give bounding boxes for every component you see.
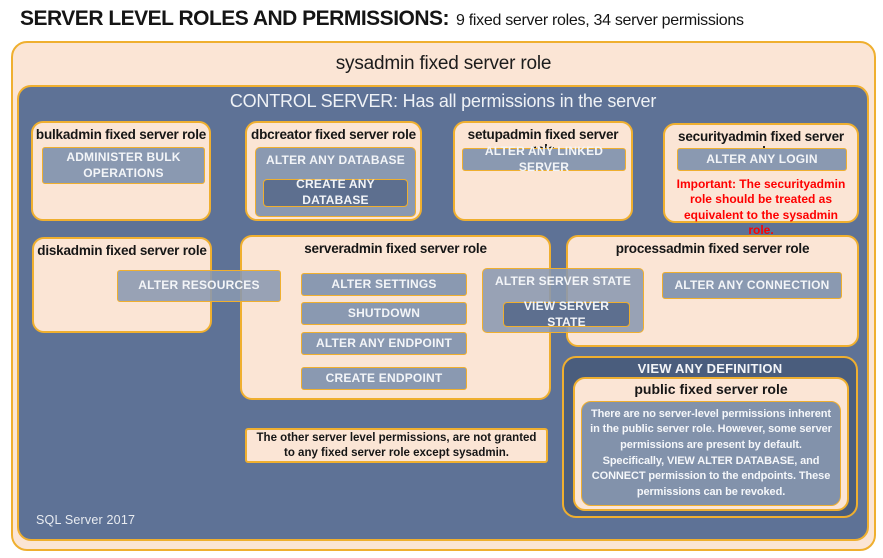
public-role-title: public fixed server role — [634, 381, 788, 397]
setupadmin-role-box: setupadmin fixed server role ALTER ANY L… — [453, 121, 633, 221]
perm-alter-server-state-group: ALTER SERVER STATE VIEW SERVER STATE — [482, 268, 644, 333]
perm-alter-settings: ALTER SETTINGS — [301, 273, 467, 296]
perm-administer-bulk-operations: ADMINISTER BULK OPERATIONS — [42, 147, 205, 184]
securityadmin-warning-text: Important: The securityadmin role should… — [676, 177, 846, 238]
perm-alter-any-connection: ALTER ANY CONNECTION — [662, 272, 842, 299]
perm-alter-any-database-group: ALTER ANY DATABASE CREATE ANY DATABASE — [255, 147, 416, 217]
perm-create-any-database: CREATE ANY DATABASE — [263, 177, 408, 207]
public-role-box: public fixed server role There are no se… — [573, 377, 849, 511]
perm-view-any-definition: VIEW ANY DEFINITION — [637, 361, 783, 376]
bulkadmin-role-title: bulkadmin fixed server role — [35, 127, 207, 142]
page-title: SERVER LEVEL ROLES AND PERMISSIONS: 9 fi… — [20, 7, 870, 31]
perm-alter-resources: ALTER RESOURCES — [117, 270, 281, 302]
diskadmin-role-title: diskadmin fixed server role — [37, 243, 207, 258]
public-role-description: There are no server-level permissions in… — [581, 401, 841, 506]
view-any-definition-box: VIEW ANY DEFINITION public fixed server … — [562, 356, 858, 518]
dbcreator-role-box: dbcreator fixed server role ALTER ANY DA… — [245, 121, 422, 221]
processadmin-role-title: processadmin fixed server role — [615, 241, 810, 256]
other-permissions-note: The other server level permissions, are … — [245, 428, 548, 463]
perm-alter-any-endpoint: ALTER ANY ENDPOINT — [301, 332, 467, 355]
sysadmin-role-label: sysadmin fixed server role — [335, 53, 552, 74]
securityadmin-role-box: securityadmin fixed server role ALTER AN… — [663, 123, 859, 237]
serveradmin-role-title: serveradmin fixed server role — [304, 241, 487, 256]
page-title-sub: 9 fixed server roles, 34 server permissi… — [456, 12, 744, 29]
perm-create-endpoint: CREATE ENDPOINT — [301, 367, 467, 390]
perm-shutdown: SHUTDOWN — [301, 302, 467, 325]
perm-alter-server-state: ALTER SERVER STATE — [494, 274, 632, 288]
perm-view-server-state: VIEW SERVER STATE — [503, 299, 630, 329]
sql-server-version-label: SQL Server 2017 — [36, 513, 136, 527]
bulkadmin-role-box: bulkadmin fixed server role ADMINISTER B… — [31, 121, 211, 221]
dbcreator-role-title: dbcreator fixed server role — [251, 127, 416, 142]
perm-alter-any-database: ALTER ANY DATABASE — [266, 153, 405, 167]
page-title-main: SERVER LEVEL ROLES AND PERMISSIONS: — [20, 7, 450, 30]
control-server-label: CONTROL SERVER: Has all permissions in t… — [229, 91, 657, 111]
serveradmin-role-box: serveradmin fixed server role ALTER SETT… — [240, 235, 551, 400]
perm-alter-any-login: ALTER ANY LOGIN — [677, 148, 847, 171]
perm-alter-any-linked-server: ALTER ANY LINKED SERVER — [462, 144, 626, 174]
